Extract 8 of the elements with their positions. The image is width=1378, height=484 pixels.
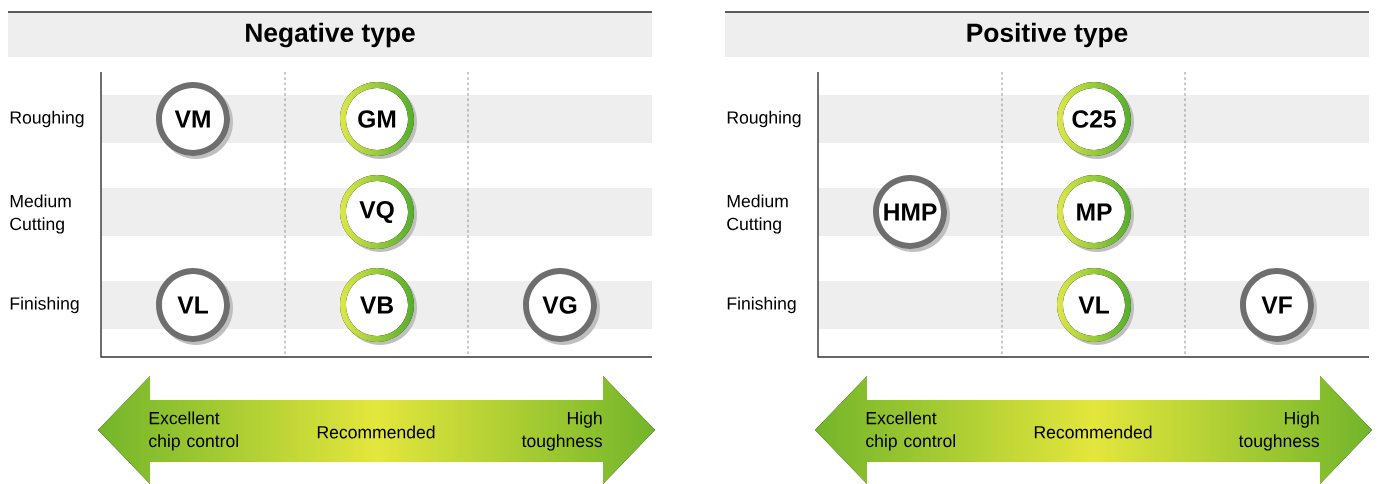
row-label: Medium Cutting xyxy=(10,194,71,234)
row-label: Finishing xyxy=(10,296,79,314)
row-label: Roughing xyxy=(727,110,801,128)
row-label: Roughing xyxy=(10,110,84,128)
row-label: Finishing xyxy=(727,296,796,314)
header-band: Negative type xyxy=(7,11,653,57)
header-band: Positive type xyxy=(724,11,1370,57)
row-label: Medium Cutting xyxy=(727,194,788,234)
